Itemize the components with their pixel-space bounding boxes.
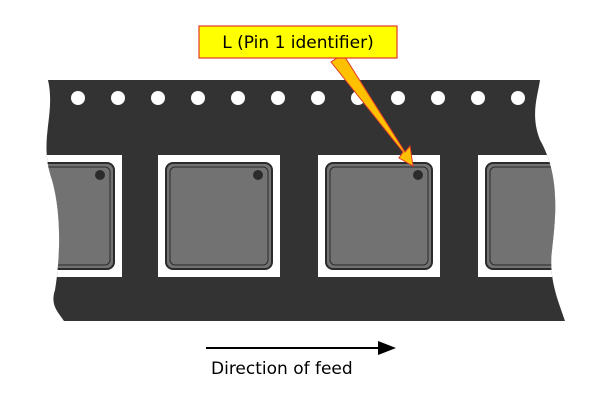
callout-arrow xyxy=(330,53,414,167)
sprocket-hole xyxy=(551,91,565,105)
component-pockets xyxy=(46,155,583,277)
sprocket-hole xyxy=(191,91,205,105)
sprocket-hole xyxy=(231,91,245,105)
sprocket-hole xyxy=(391,91,405,105)
ic-component-inner-edge xyxy=(169,166,269,266)
ic-component xyxy=(325,162,433,270)
feed-arrow-head xyxy=(378,341,396,355)
sprocket-hole xyxy=(471,91,485,105)
component-pocket xyxy=(46,155,122,277)
pin1-dot-icon xyxy=(413,170,423,180)
sprocket-hole-row xyxy=(71,91,565,105)
callout-label: L (Pin 1 identifier) xyxy=(222,33,373,53)
sprocket-hole xyxy=(151,91,165,105)
pin1-dot-icon xyxy=(253,170,263,180)
sprocket-hole xyxy=(311,91,325,105)
ic-component-inner-edge xyxy=(489,166,565,266)
pin1-dot-icon xyxy=(573,170,583,180)
component-pocket xyxy=(158,155,280,277)
sprocket-hole xyxy=(71,91,85,105)
component-pocket xyxy=(318,155,440,277)
ic-component xyxy=(485,162,565,270)
feed-direction-label: Direction of feed xyxy=(211,359,353,379)
component-pocket xyxy=(478,155,583,277)
callout-box xyxy=(198,25,398,59)
pin1-dot-icon xyxy=(95,170,105,180)
sprocket-hole xyxy=(271,91,285,105)
ic-component-inner-edge xyxy=(329,166,429,266)
ic-component xyxy=(46,162,115,270)
sprocket-hole xyxy=(431,91,445,105)
sprocket-hole xyxy=(511,91,525,105)
ic-component xyxy=(165,162,273,270)
sprocket-hole xyxy=(111,91,125,105)
ic-component-inner-edge xyxy=(46,166,111,266)
